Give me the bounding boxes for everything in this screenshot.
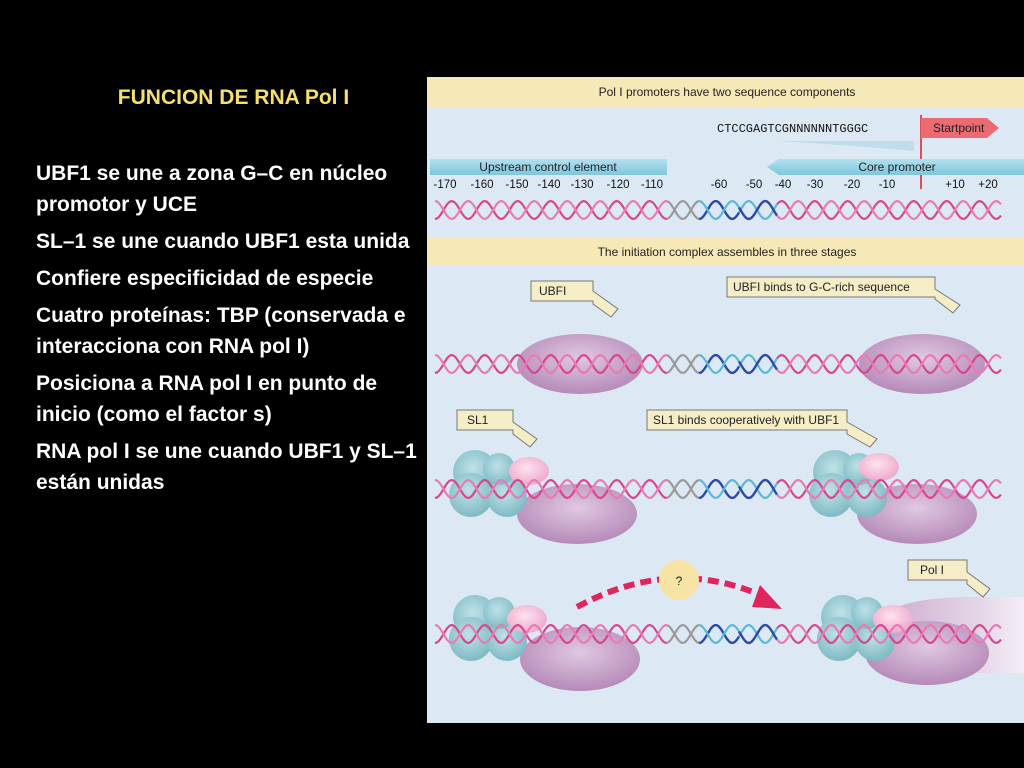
dna-strand — [666, 353, 700, 375]
bullet-item: Confiere especificidad de especie — [36, 267, 374, 290]
position-label: -160 — [470, 179, 493, 191]
ubf-protein — [517, 484, 637, 544]
dna-strand — [776, 353, 1002, 375]
dna-strand — [434, 199, 668, 221]
position-label: -10 — [879, 179, 896, 191]
dna-strand — [776, 478, 1002, 500]
sl1-tag: SL1 — [467, 413, 489, 427]
bullet-item: Cuatro proteínas: TBP (conservada e inte… — [36, 304, 406, 358]
recruitment-arrowhead — [752, 585, 782, 609]
slide-title: FUNCION DE RNA Pol I — [117, 86, 350, 109]
position-label: -120 — [606, 179, 629, 191]
core-promoter-bar — [767, 159, 1024, 175]
position-label: -50 — [746, 179, 763, 191]
dna-strand — [666, 623, 700, 645]
promoter-sequence: CTCCGAGTCGNNNNNNTGGGC — [717, 122, 868, 136]
dna-strand — [666, 478, 700, 500]
dna-strand — [737, 623, 779, 645]
dna-strand — [434, 353, 668, 375]
dna-strand — [698, 623, 741, 645]
bullet-item: UBF1 se une a zona G–C en núcleo promoto… — [36, 162, 388, 216]
dna-strand — [666, 353, 700, 375]
question-bubble — [659, 560, 699, 600]
sl1-arrow — [456, 409, 538, 448]
dna-strand — [434, 353, 668, 375]
position-label: -170 — [433, 179, 456, 191]
dna-strand — [737, 478, 779, 500]
text-column: FUNCION DE RNA Pol I UBF1 se une a zona … — [36, 86, 421, 504]
startpoint-label: Startpoint — [933, 121, 985, 135]
dna-strand — [666, 623, 700, 645]
dna-strand — [666, 199, 700, 221]
dna-helix-promoter — [434, 199, 1002, 221]
assembly-title: The initiation complex assembles in thre… — [598, 245, 857, 259]
pol-i-arrow — [907, 559, 991, 598]
dna-strand — [698, 353, 741, 375]
question-mark: ? — [676, 574, 683, 588]
position-label: -60 — [711, 179, 728, 191]
dna-helix-stage1 — [434, 353, 1002, 375]
top-title: Pol I promoters have two sequence compon… — [599, 85, 856, 99]
dna-helix-stage2 — [434, 478, 1002, 500]
sl1-callout-text: SL1 binds cooperatively with UBF1 — [653, 413, 839, 427]
pol-i-tag: Pol I — [920, 563, 944, 577]
dna-strand — [698, 199, 741, 221]
uce-label: Upstream control element — [479, 160, 617, 174]
position-label: -30 — [807, 179, 824, 191]
promoter-figure: Pol I promoters have two sequence compon… — [427, 77, 1024, 723]
tbp-protein — [859, 453, 899, 481]
dna-strand — [776, 199, 1002, 221]
dna-strand — [698, 478, 741, 500]
position-label: -40 — [775, 179, 792, 191]
dna-strand — [738, 199, 778, 221]
position-label: -130 — [570, 179, 593, 191]
position-label: -110 — [641, 179, 663, 191]
position-label: -20 — [844, 179, 861, 191]
bullet-item: SL–1 se une cuando UBF1 esta unida — [36, 230, 410, 253]
dna-strand — [738, 353, 778, 375]
dna-strand — [666, 199, 700, 221]
ubf-arrow — [530, 280, 619, 318]
dna-strand — [737, 353, 779, 375]
position-label: -140 — [537, 179, 560, 191]
position-label: +10 — [945, 179, 965, 191]
dna-strand — [666, 478, 700, 500]
bullet-item: RNA pol I se une cuando UBF1 y SL–1 está… — [36, 440, 417, 494]
middle-header — [427, 237, 1024, 265]
dna-strand — [434, 623, 668, 645]
dna-helix-stage3 — [434, 623, 1002, 645]
recruitment-arrow — [575, 575, 767, 610]
dna-strand — [738, 623, 778, 645]
bullet-item: Posiciona a RNA pol I en punto de inicio… — [36, 372, 378, 426]
position-label: -150 — [505, 179, 528, 191]
top-header — [427, 77, 1024, 107]
dna-strand — [776, 623, 1002, 645]
dna-strand — [698, 353, 740, 375]
ubf-callout — [726, 276, 961, 314]
ubf-protein — [520, 627, 640, 691]
sl1-complex — [449, 595, 547, 661]
core-promoter-label: Core promoter — [858, 160, 935, 174]
startpoint-arrow — [921, 118, 999, 138]
dna-strand — [434, 478, 668, 500]
dna-strand — [698, 623, 740, 645]
position-label: +20 — [978, 179, 998, 191]
sl1-callout — [646, 409, 878, 448]
ubf-protein — [517, 334, 643, 394]
dna-strand — [434, 199, 668, 221]
sequence-pointer — [777, 141, 914, 151]
dna-strand — [698, 478, 740, 500]
sl1-complex — [817, 595, 913, 661]
position-scale: -170 -160 -150 -140 -130 -120 -110 -60 -… — [433, 179, 997, 191]
dna-strand — [698, 199, 740, 221]
ubf-tag: UBFI — [539, 284, 566, 298]
ubf-callout-text: UBFI binds to G-C-rich sequence — [733, 280, 910, 294]
dna-strand — [434, 478, 668, 500]
dna-strand — [434, 623, 668, 645]
dna-strand — [737, 199, 779, 221]
tbp-protein — [509, 457, 549, 485]
uce-bar — [430, 159, 667, 175]
sl1-complex — [449, 450, 549, 517]
dna-strand — [738, 478, 778, 500]
